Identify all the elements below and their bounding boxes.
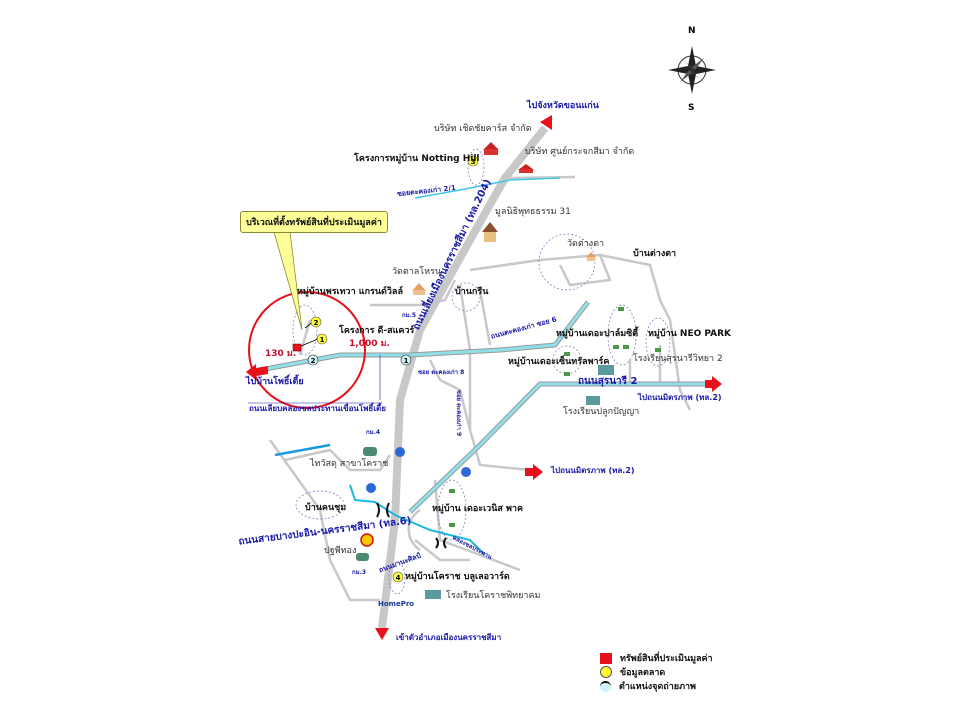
- shell-station-icon: [360, 533, 374, 547]
- bridge-icon: [376, 502, 380, 518]
- house-icon: [623, 345, 629, 349]
- label-km3: กม.3: [352, 569, 367, 576]
- svg-text:4: 4: [396, 574, 401, 582]
- svg-text:3: 3: [471, 158, 476, 166]
- market-marker-3: [467, 155, 479, 167]
- temple-icon: [412, 283, 426, 295]
- label-company1: บริษัท เชิดชัยคาร์ส จำกัด: [434, 124, 532, 134]
- factory-icon: [483, 142, 499, 155]
- label-ban-khonchum: บ้านคนชุม: [305, 503, 347, 513]
- arrow-surnari-icon: [705, 376, 722, 392]
- photo-point-1-icon: [400, 354, 412, 366]
- label-surnari-school: โรงเรียนสุรนารีวิทยา 2: [633, 354, 723, 364]
- compass-south: S: [688, 103, 694, 113]
- bridge-icon: [435, 537, 439, 549]
- warehouse-icon: [356, 553, 369, 561]
- svg-text:2: 2: [311, 357, 316, 365]
- label-korat-school: โรงเรียนโคราชพิทยาคม: [446, 591, 541, 601]
- label-pornthewa: หมู่บ้านพรเทวา แกรนด์วิลล์: [297, 287, 403, 297]
- house-icon: [449, 523, 455, 527]
- label-palm-city: หมู่บ้านเดอะปาล์มซิตี้: [556, 329, 639, 339]
- svg-text:1: 1: [404, 357, 409, 365]
- callout-pointer: [273, 231, 303, 331]
- label-to-city: เข้าตัวอำเภอเมืองนครราชสีมา: [396, 633, 502, 642]
- label-wat-tangta: วัดต่างตา: [567, 239, 605, 249]
- label-bluelawa: หมู่บ้านโคราช บลูเลอวาร์ด: [405, 572, 510, 582]
- label-ban-tangta: บ้านต่างตา: [633, 249, 677, 259]
- label-km4: กม.4: [366, 429, 381, 436]
- label-thaiwatsadu: ไทวัสดุ สาขาโคราช: [310, 459, 389, 469]
- gas-station-icon: [395, 447, 405, 457]
- house-icon: [613, 345, 619, 349]
- label-to-mittraphap-2: ไปถนนมิตรภาพ (ทล.2): [551, 466, 635, 475]
- temple-icon: [482, 222, 498, 242]
- label-to-mittraphap-1: ไปถนนมิตรภาพ (ทล.2): [638, 393, 722, 402]
- red-square-icon: [600, 652, 612, 664]
- house-icon: [564, 352, 570, 356]
- svg-text:1: 1: [320, 336, 325, 344]
- label-neo-park: หมู่บ้าน NEO PARK: [648, 329, 732, 339]
- warehouse-icon: [363, 447, 377, 456]
- label-soi-9: ซอย ตะคองเก่า 9: [455, 389, 463, 437]
- house-icon: [564, 372, 570, 376]
- market-marker-1: [316, 333, 328, 345]
- label-pootong: ปฐพีทอง: [324, 546, 357, 556]
- arrow-mittraphap-icon: [525, 464, 543, 480]
- gas-station-icon: [366, 483, 376, 493]
- label-wat-talanon: วัดตาลโหรน: [392, 267, 442, 277]
- yellow-circle-icon: [600, 666, 612, 678]
- subject-property-marker: [292, 343, 302, 352]
- house-icon: [618, 307, 624, 311]
- arrow-to-phodiae-icon: [246, 364, 268, 380]
- label-foundation: มูลนิธิพุทธธรรม 31: [495, 207, 571, 217]
- svg-text:2: 2: [314, 319, 319, 327]
- label-distance-130: 130 ม.: [265, 349, 297, 359]
- arrow-to-city-icon: [375, 628, 389, 640]
- legend-item: ตำแหน่งจุดถ่ายภาพ: [600, 679, 713, 693]
- label-surnari-2: ถนนสุรนารี 2: [578, 376, 638, 387]
- gas-station-icon: [461, 467, 471, 477]
- compass-north: N: [688, 26, 696, 36]
- homepro-logo: HomePro: [378, 600, 415, 608]
- photo-point-icon: [600, 680, 611, 692]
- label-central-park: หมู่บ้านเดอะเซ็นทรัลพาร์ค: [508, 357, 610, 367]
- market-marker-2: [310, 316, 322, 328]
- label-distance-1000: 1,000 ม.: [349, 339, 390, 349]
- subject-callout: บริเวณที่ตั้งทรัพย์สินที่ประเมินมูลค่า: [240, 211, 388, 233]
- label-venice: หมู่บ้าน เดอะเวนิส พาค: [432, 504, 523, 514]
- label-to-khonkaen: ไปจังหวัดขอนแก่น: [527, 101, 599, 111]
- market-marker-4: [392, 571, 404, 583]
- photo-point-2-icon: [307, 354, 319, 366]
- house-icon: [449, 489, 455, 493]
- label-ban-krin: บ้านกรีน: [455, 287, 489, 297]
- house-icon: [655, 348, 661, 352]
- school-icon: [586, 396, 600, 405]
- area-circles: [292, 148, 671, 595]
- school-icon: [598, 365, 614, 375]
- label-to-phodiae: ไปบ้านโพธิ์เตี้ย: [246, 377, 304, 387]
- canal-roads: [259, 177, 705, 556]
- compass-icon: [668, 46, 716, 94]
- subject-area-circle: [248, 291, 366, 409]
- legend-item: ทรัพย์สินที่ประเมินมูลค่า: [600, 651, 713, 665]
- arrow-to-khonkaen-icon: [540, 115, 552, 130]
- label-plukpanya: โรงเรียนปลูกปัญญา: [563, 407, 640, 417]
- school-icon: [425, 590, 441, 599]
- main-road-204: [378, 125, 549, 629]
- legend: ทรัพย์สินที่ประเมินมูลค่า ข้อมูลตลาด ตำแ…: [600, 651, 713, 693]
- label-company2: บริษัท ศูนย์กระจกสีมา จำกัด: [525, 147, 635, 157]
- label-km5: กม.5: [402, 312, 417, 319]
- legend-item: ข้อมูลตลาด: [600, 665, 713, 679]
- factory-icon: [518, 164, 534, 173]
- label-soi-8: ซอย ตะคองเก่า 8: [418, 369, 465, 376]
- minor-roads: [268, 175, 692, 602]
- temple-icon: [586, 252, 596, 261]
- label-canal-road: ถนนเลียบคลองชลประทานเขื่อนโพธิ์เตี้ย: [249, 404, 386, 413]
- label-notting-hill: โครงการหมู่บ้าน Notting Hill: [354, 154, 480, 164]
- label-dee-square: โครงการ ดี-สแควร์: [339, 326, 415, 336]
